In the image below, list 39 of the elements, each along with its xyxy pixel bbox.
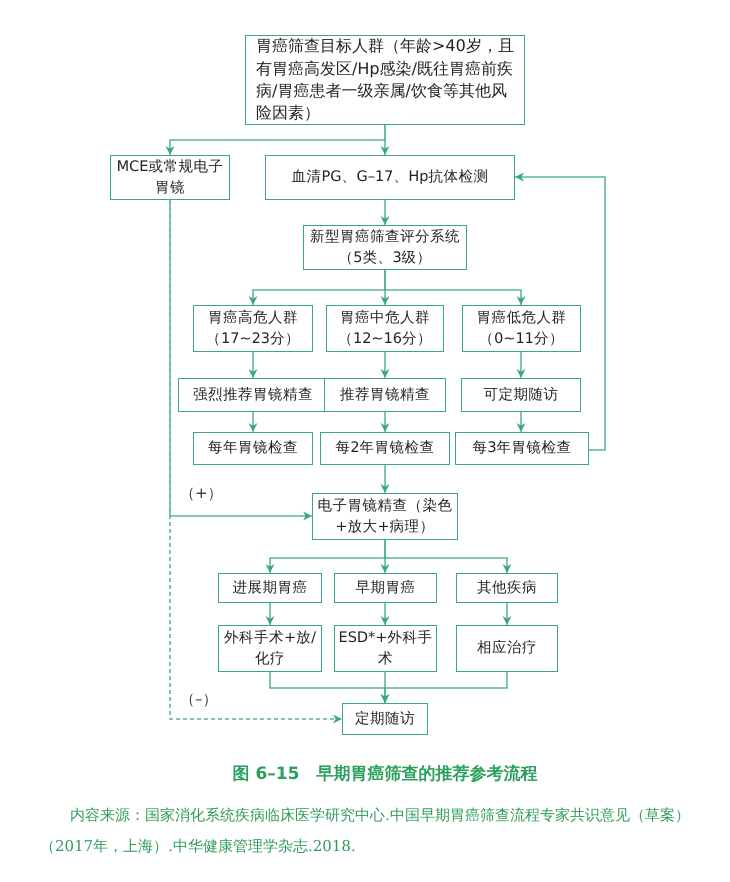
process-box: 血清PG、G–17、Hp抗体检测 xyxy=(265,155,515,200)
arrow xyxy=(516,352,526,378)
arrow xyxy=(384,540,512,573)
process-box: 外科手术+放/化疗 xyxy=(218,625,322,672)
process-box: 每2年胃镜检查 xyxy=(320,432,450,465)
process-box: 其他疾病 xyxy=(456,573,558,603)
arrow xyxy=(502,603,512,625)
arrow xyxy=(380,352,390,378)
process-box: 新型胃癌筛查评分系统（5类、3级） xyxy=(303,225,467,270)
process-box: 推荐胃镜精查 xyxy=(324,378,446,412)
process-box: ESD*+外科手术 xyxy=(334,625,437,672)
arrow xyxy=(169,200,342,724)
process-box: 胃癌中危人群（12~16分） xyxy=(326,305,444,352)
process-box: MCE或常规电子胃镜 xyxy=(110,155,230,200)
process-box: 胃癌低危人群（0~11分） xyxy=(462,305,581,352)
process-box: 每年胃镜检查 xyxy=(193,432,313,465)
arrow xyxy=(248,352,258,378)
process-box: 每3年胃镜检查 xyxy=(455,432,589,465)
arrow xyxy=(266,603,274,625)
arrow xyxy=(380,200,390,225)
figure-caption: 图 6–15 早期胃癌筛查的推荐参考流程 xyxy=(232,763,538,785)
process-box: 早期胃癌 xyxy=(334,573,437,603)
arrow xyxy=(380,603,390,625)
process-box: 相应治疗 xyxy=(456,625,558,672)
arrow xyxy=(380,465,390,493)
process-box: 电子胃镜精查（染色+放大+病理） xyxy=(312,493,458,540)
process-box: 胃癌高危人群（17~23分） xyxy=(193,305,313,352)
arrow xyxy=(248,412,258,432)
source-note: 内容来源：国家消化系统疾病临床医学研究中心.中国早期胃癌筛查流程专家共识意见（草案）（2017年，上海）.中华健康管理学杂志.2018. xyxy=(40,805,691,857)
arrow xyxy=(380,412,390,432)
process-box: 可定期随访 xyxy=(461,378,581,412)
arrow xyxy=(380,672,508,703)
arrow xyxy=(516,412,526,432)
process-box: 进展期胃癌 xyxy=(218,573,322,603)
process-box: 胃癌筛查目标人群（年龄>40岁，且有胃癌高发区/Hp感染/既往胃癌前疾病/胃癌患者一级亲属/饮食等其他风险因素） xyxy=(245,35,525,125)
arrow xyxy=(515,172,606,451)
process-box: 定期随访 xyxy=(342,703,428,735)
arrow xyxy=(380,125,390,155)
arrow xyxy=(384,270,526,305)
